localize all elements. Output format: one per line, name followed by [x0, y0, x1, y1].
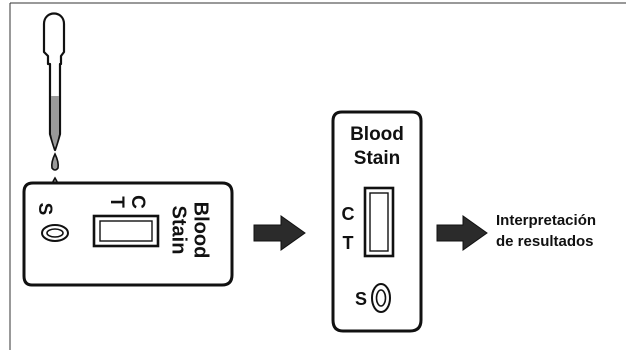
- cassette-vertical: Blood Stain C T S: [331, 110, 423, 333]
- cassette-label-line2: Stain: [168, 206, 190, 255]
- control-letter: C: [342, 204, 355, 224]
- sample-letter: S: [34, 203, 55, 216]
- cassette-label-line2: Stain: [354, 148, 400, 169]
- right-arrow-icon: [436, 215, 488, 251]
- test-window: [92, 214, 160, 248]
- cassette-label-line1: Blood: [190, 202, 212, 259]
- test-letter: T: [343, 233, 354, 253]
- test-letter: T: [106, 196, 127, 208]
- result-line1: Interpretación: [496, 212, 596, 229]
- dropper-icon: [42, 12, 66, 198]
- dropper-liquid: [51, 96, 59, 148]
- sample-well: [371, 283, 391, 313]
- outer-frame: [9, 2, 626, 350]
- cassette-horizontal: S T C Blood Stain: [22, 181, 234, 287]
- drop-icon: [51, 152, 59, 171]
- sample-well: [41, 224, 69, 242]
- sample-letter: S: [355, 289, 367, 309]
- result-line2: de resultados: [496, 233, 594, 250]
- test-window: [363, 186, 395, 258]
- control-letter: C: [127, 195, 148, 209]
- cassette-label-line1: Blood: [350, 124, 404, 145]
- right-arrow-icon: [253, 215, 306, 251]
